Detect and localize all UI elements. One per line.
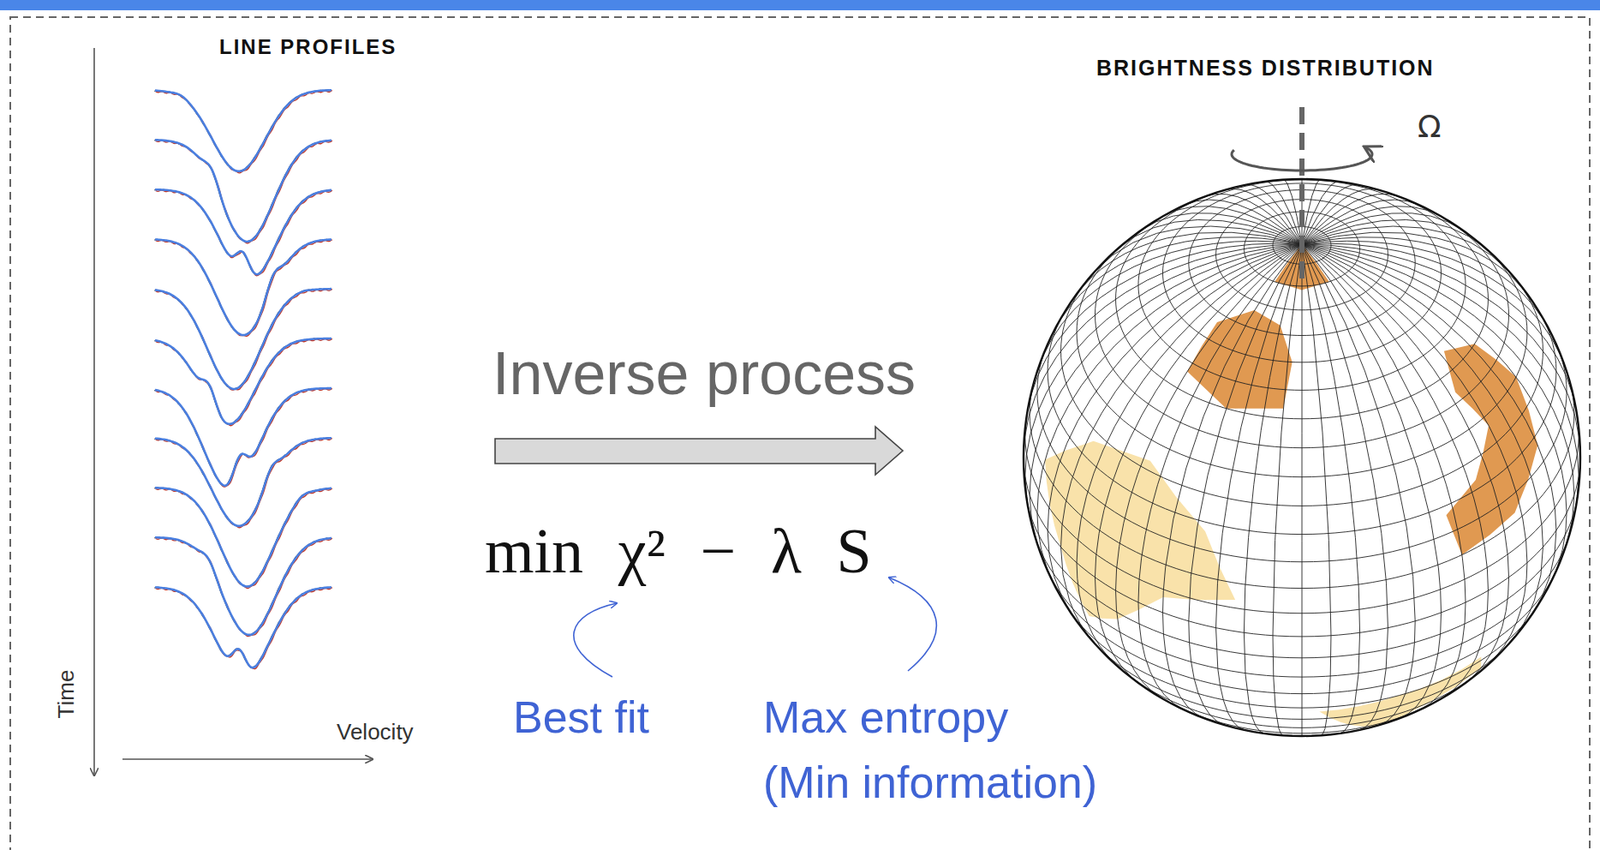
observed-profile [154, 586, 331, 668]
axis-label: Velocity [336, 719, 414, 745]
axis-label: Time [53, 669, 79, 719]
model-profile [155, 586, 332, 668]
observed-profile [154, 487, 331, 587]
model-profile [155, 487, 332, 586]
observed-profile [155, 388, 333, 487]
observed-profile [155, 190, 333, 276]
observed-profile [154, 388, 331, 486]
rotation-arrow [1231, 147, 1373, 171]
annotation: Max entropy (Min information) [763, 684, 1103, 815]
observed-profile [154, 238, 331, 335]
model-profile [155, 189, 332, 275]
observed-profile [155, 488, 333, 588]
model-profile [155, 338, 332, 424]
observed-profile [155, 587, 333, 669]
observed-profile [155, 239, 333, 337]
inverse-arrow [495, 426, 903, 475]
observed-profile [155, 89, 333, 173]
dashed-frame [10, 17, 1590, 850]
rotation-axis [1299, 107, 1305, 280]
observed-profile [154, 139, 331, 242]
leader-arrow [889, 577, 937, 671]
time-axis [93, 47, 96, 776]
model-profile [155, 537, 332, 635]
model-profile [155, 238, 332, 335]
observed-profile [154, 437, 331, 526]
top-bar [0, 0, 1600, 11]
observed-profile [154, 89, 331, 172]
formula: min χ² − λ S [484, 516, 872, 586]
observed-profile [155, 437, 333, 527]
observed-profile [154, 537, 331, 635]
process-label: Inverse process [492, 340, 916, 407]
annotation: Best fit [513, 684, 650, 750]
observed-profile [155, 140, 333, 244]
model-profile [155, 388, 332, 486]
observed-profile [155, 338, 333, 425]
model-profile [155, 437, 332, 526]
observed-profile [155, 537, 333, 637]
panel-title: BRIGHTNESS DISTRIBUTION [1096, 56, 1435, 81]
velocity-axis [122, 758, 373, 760]
model-profile [155, 139, 332, 242]
star-spot [1187, 310, 1293, 409]
line-profiles [154, 89, 332, 669]
rotation-symbol: Ω [1417, 109, 1442, 144]
observed-profile [154, 338, 331, 424]
leader-arrow [573, 602, 617, 677]
panel-title: LINE PROFILES [219, 35, 397, 59]
rotation-ellipse [1231, 147, 1373, 171]
model-profile [155, 89, 332, 172]
